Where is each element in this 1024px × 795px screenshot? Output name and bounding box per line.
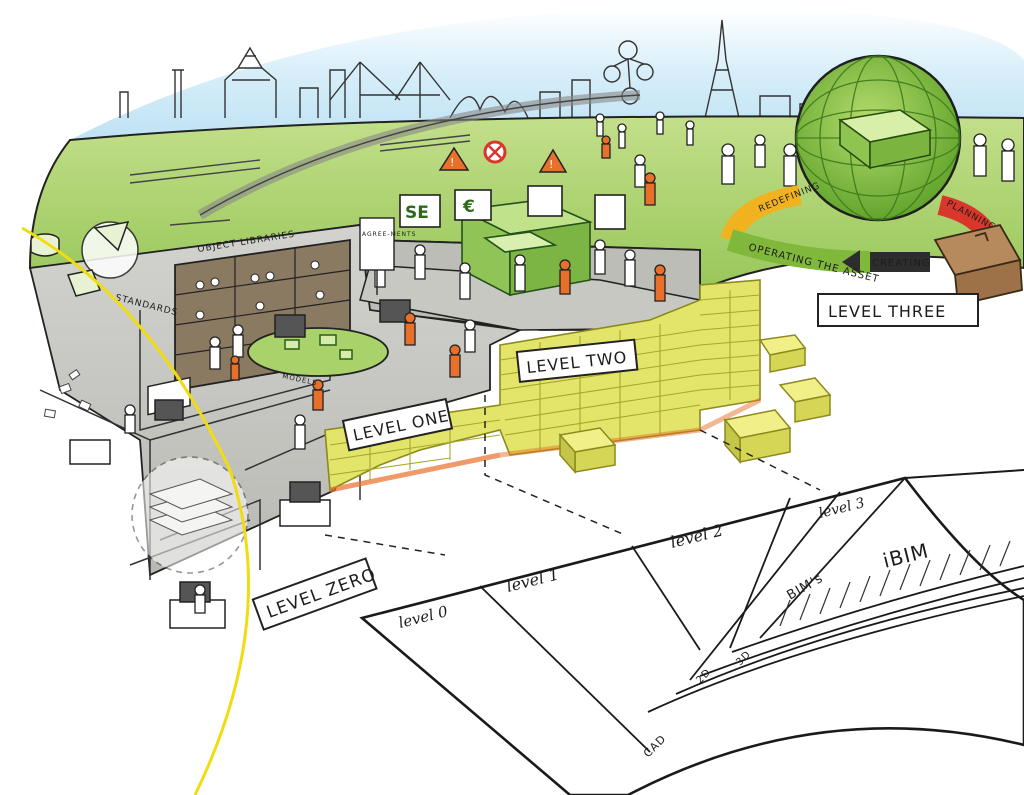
sign-euro: € <box>462 197 475 217</box>
svg-text:!: ! <box>450 156 454 169</box>
standards-icons <box>30 221 139 297</box>
field-fences <box>129 134 471 226</box>
sign-se: SE <box>405 203 429 223</box>
level-one-tag: LEVEL ONE <box>341 397 454 452</box>
agreements-board: AGREE-MENTS <box>359 217 417 295</box>
agreements-label: AGREE-MENTS <box>362 231 417 238</box>
warning-signs: ! ! SE € <box>399 140 626 230</box>
level-zero-boundary-arc <box>21 226 251 795</box>
bim-maturity-chart: level 0 level 1 level 2 level 3 CAD 2D 3… <box>359 469 1024 795</box>
level-three-label: LEVEL THREE <box>828 302 946 321</box>
level-three-tag: LEVEL THREE <box>817 293 979 327</box>
cycle-creating-label: CREATING <box>872 258 931 269</box>
suitcase <box>933 223 1023 307</box>
cad-layers-zoom <box>131 456 249 574</box>
office-people <box>124 239 666 614</box>
sky <box>70 7 1024 140</box>
field-crowd <box>595 111 1015 206</box>
flying-papers <box>43 368 92 419</box>
level-two-tag: LEVEL TWO <box>515 338 639 383</box>
models-table <box>247 327 389 377</box>
lifecycle-globe <box>794 54 962 222</box>
projection-lines <box>324 395 821 556</box>
loose-bricks <box>558 334 832 474</box>
office-desks <box>69 299 411 629</box>
svg-text:!: ! <box>549 158 553 171</box>
